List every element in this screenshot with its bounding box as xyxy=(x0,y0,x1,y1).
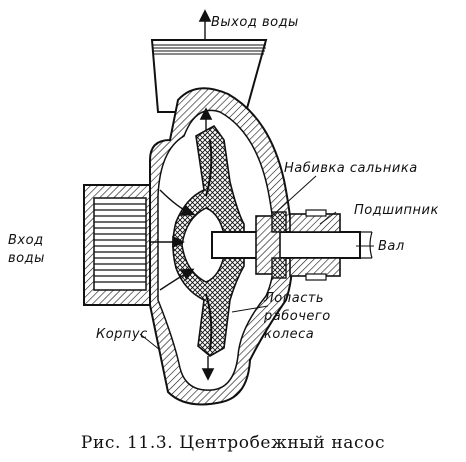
flow-arrows xyxy=(150,107,215,381)
label-water-out: Выход воды xyxy=(211,15,299,30)
label-water-in-line1: Вход xyxy=(8,233,44,248)
label-water-in-line2: воды xyxy=(8,251,45,266)
leader-lines xyxy=(139,175,374,351)
label-shaft: Вал xyxy=(378,239,405,254)
impeller-blade xyxy=(205,139,213,351)
label-blade-line1: Лопасть xyxy=(263,291,324,306)
label-blade-line3: колеса xyxy=(264,327,314,342)
figure-caption: Рис. 11.3. Центробежный насос xyxy=(81,433,385,453)
label-bearing: Подшипник xyxy=(354,203,439,218)
shaft xyxy=(211,231,361,259)
label-blade-line2: рабочего xyxy=(263,309,331,324)
inlet-pipe xyxy=(83,184,151,306)
label-packing: Набивка сальника xyxy=(284,161,418,176)
stuffing-box xyxy=(255,211,287,279)
label-housing: Корпус xyxy=(96,327,148,342)
